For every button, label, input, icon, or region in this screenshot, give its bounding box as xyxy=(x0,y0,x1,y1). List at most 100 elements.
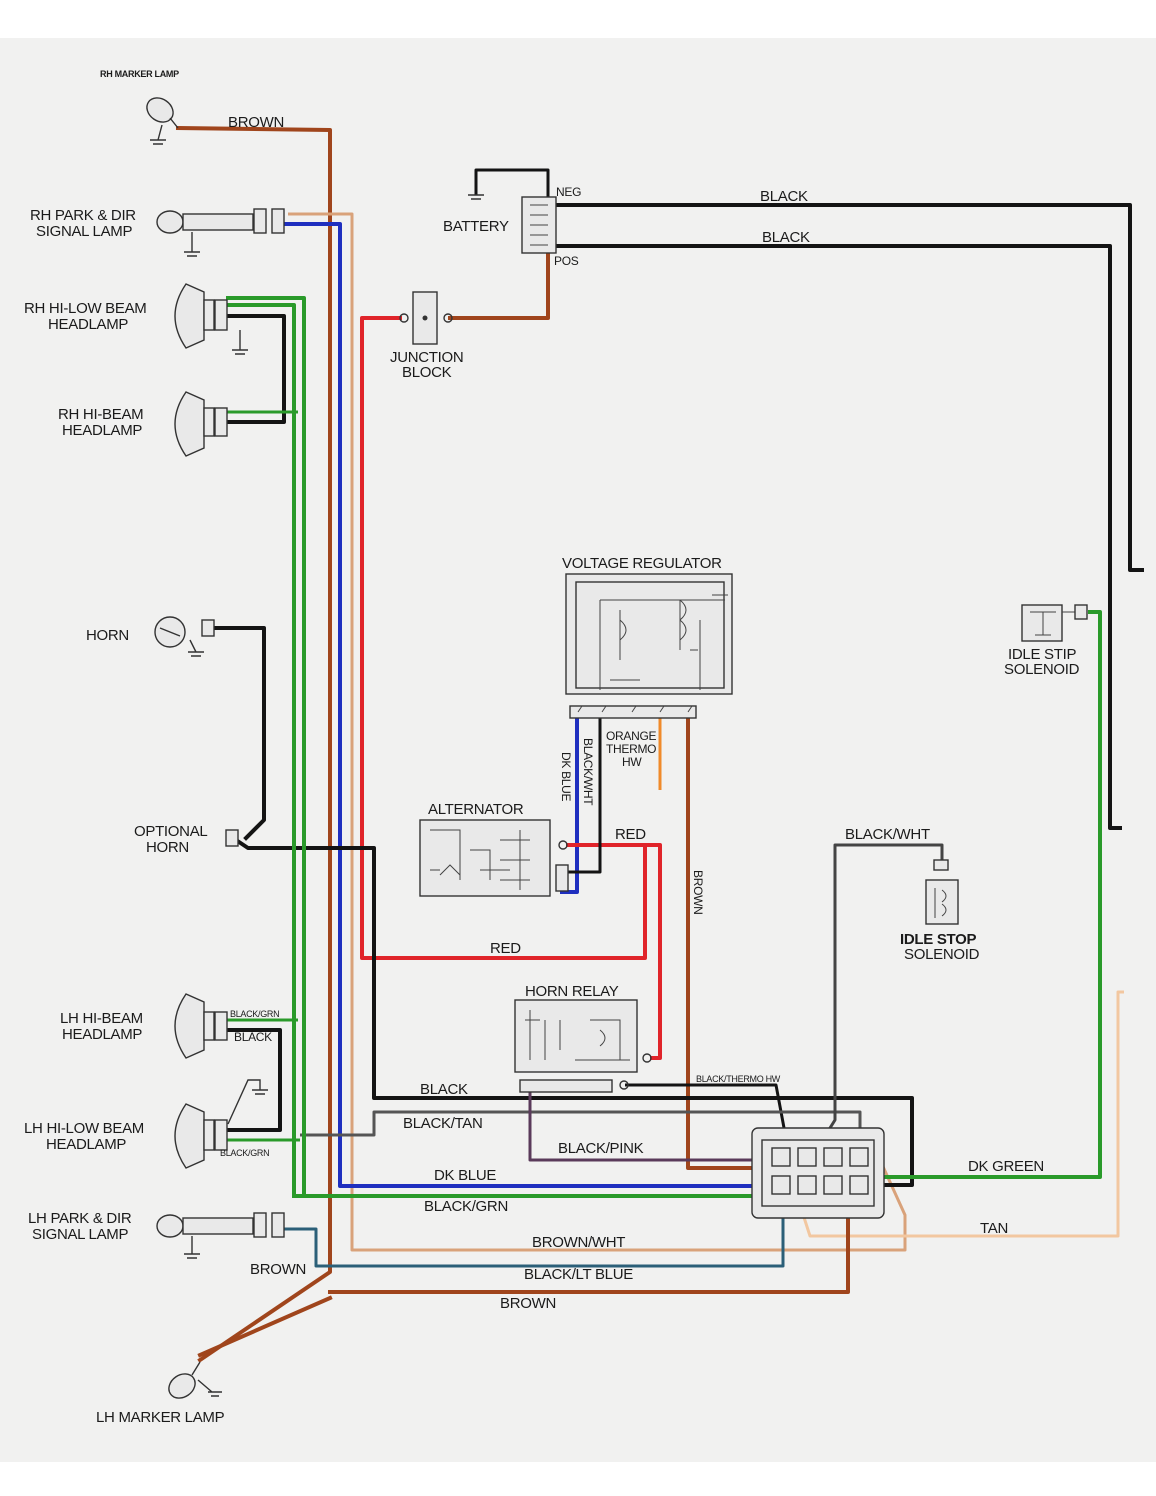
wire-black-pos xyxy=(554,244,1122,830)
lh-marker-lamp xyxy=(168,1361,222,1399)
wire-brown-main xyxy=(175,125,332,1363)
wire-label-brown-top: BROWN xyxy=(228,114,284,131)
lh-park-lamp xyxy=(156,1212,285,1259)
label-rh-park-1: RH PARK & DIR xyxy=(30,207,136,224)
rh-marker-lamp xyxy=(146,97,179,145)
wire-rh-headlamp-black xyxy=(224,314,286,424)
wire-label-black-lt-blue: BLACK/LT BLUE xyxy=(524,1266,633,1283)
label-pos: POS xyxy=(554,254,579,268)
rh-park-lamp xyxy=(156,208,285,257)
label-lh-hibeam-1: LH HI-BEAM xyxy=(60,1010,143,1027)
label-lh-park-1: LH PARK & DIR xyxy=(28,1210,132,1227)
wire-brown-vr xyxy=(686,713,782,1170)
label-rh-marker: RH MARKER LAMP xyxy=(100,69,179,79)
label-idle-stip-1: IDLE STIP xyxy=(1008,646,1076,663)
label-idle-stip-2: SOLENOID xyxy=(1004,661,1080,678)
wire-black-wht-vr xyxy=(568,715,602,874)
wire-label-brown-lh: BROWN xyxy=(250,1261,306,1278)
wire-label-orange-3: HW xyxy=(622,755,642,769)
wire-black-lt-blue xyxy=(280,1205,785,1268)
wire-label-tan: TAN xyxy=(980,1220,1008,1237)
label-junction-1: JUNCTION xyxy=(390,349,463,366)
label-idle-stop-2: SOLENOID xyxy=(904,946,980,963)
rh-hi-low-headlamp xyxy=(174,283,248,355)
wire-black-main xyxy=(233,837,914,1187)
wire-harness xyxy=(175,125,1144,1363)
wire-label-brown-vert: BROWN xyxy=(691,870,705,915)
voltage-regulator xyxy=(565,573,733,719)
lh-hi-low-headlamp xyxy=(174,1079,268,1169)
label-rh-hibeam-2: HEADLAMP xyxy=(62,422,142,439)
label-neg: NEG xyxy=(556,185,581,199)
wire-black-grn xyxy=(226,296,772,1198)
label-opt-horn-2: HORN xyxy=(146,839,189,856)
wire-brown-bottom xyxy=(328,1203,850,1294)
wire-label-orange-1: ORANGE xyxy=(606,729,657,743)
wire-label-dk-green: DK GREEN xyxy=(968,1158,1044,1175)
label-voltage-regulator: VOLTAGE REGULATOR xyxy=(562,555,722,572)
wire-label-black-grn-1: BLACK/GRN xyxy=(230,1009,279,1019)
wire-black-horn xyxy=(212,626,266,841)
label-lh-hibeam-2: HEADLAMP xyxy=(62,1026,142,1043)
wire-red-alt xyxy=(566,843,662,1060)
wire-label-red-alt: RED xyxy=(615,826,646,843)
wire-red-main xyxy=(360,316,647,960)
wire-label-dk-blue: DK BLUE xyxy=(434,1167,496,1184)
label-opt-horn-1: OPTIONAL xyxy=(134,823,207,840)
wire-label-black-thermo: BLACK/THERMO HW xyxy=(696,1074,781,1084)
label-rh-hilow-2: HEADLAMP xyxy=(48,316,128,333)
idle-stop-solenoid xyxy=(925,859,959,925)
wire-brown-wht xyxy=(288,212,907,1252)
wire-label-black-wht-vert: BLACK/WHT xyxy=(581,738,595,806)
wire-tan xyxy=(798,990,1124,1238)
wire-green-2 xyxy=(226,303,296,1198)
wire-label-black-lh: BLACK xyxy=(234,1030,272,1044)
wire-label-black-grn-2: BLACK/GRN xyxy=(220,1148,269,1158)
label-rh-park-2: SIGNAL LAMP xyxy=(36,223,132,240)
label-lh-park-2: SIGNAL LAMP xyxy=(32,1226,128,1243)
optional-horn xyxy=(225,829,239,847)
wire-brown-junction xyxy=(448,248,550,320)
wire-label-brown-wht: BROWN/WHT xyxy=(532,1234,625,1251)
wire-label-black-pos: BLACK xyxy=(762,229,810,246)
wire-label-black-grn-3: BLACK/GRN xyxy=(424,1198,508,1215)
lh-hi-beam-headlamp xyxy=(174,993,228,1059)
wire-label-black-neg: BLACK xyxy=(760,188,808,205)
wire-label-dk-blue-vert: DK BLUE xyxy=(559,752,573,802)
label-junction-2: BLOCK xyxy=(402,364,452,381)
wire-black-neg xyxy=(554,203,1144,572)
bulkhead-connector xyxy=(751,1127,885,1219)
wire-label-orange-2: THERMO xyxy=(606,742,656,756)
wire-label-black-wht-stop: BLACK/WHT xyxy=(845,826,930,843)
rh-hi-beam-headlamp xyxy=(174,391,228,457)
wire-dk-blue xyxy=(280,222,792,1188)
alternator xyxy=(419,819,569,897)
wire-label-black-main: BLACK xyxy=(420,1081,468,1098)
wire-label-red-lower: RED xyxy=(490,940,521,957)
horn-relay xyxy=(514,999,652,1093)
label-battery: BATTERY xyxy=(443,218,509,235)
label-lh-hilow-1: LH HI-LOW BEAM xyxy=(24,1120,144,1137)
junction-block xyxy=(399,291,453,345)
label-rh-hibeam-1: RH HI-BEAM xyxy=(58,406,143,423)
label-lh-hilow-2: HEADLAMP xyxy=(46,1136,126,1153)
wire-black-pink xyxy=(528,1092,800,1162)
wire-dk-green xyxy=(808,610,1102,1179)
idle-stip-solenoid xyxy=(1021,604,1088,642)
label-alternator: ALTERNATOR xyxy=(428,801,524,818)
label-rh-hilow-1: RH HI-LOW BEAM xyxy=(24,300,146,317)
wire-lh-headlamp-black xyxy=(224,1028,282,1132)
wire-label-black-pink: BLACK/PINK xyxy=(558,1140,644,1157)
wire-label-black-tan: BLACK/TAN xyxy=(403,1115,483,1132)
wire-battery-ground xyxy=(474,168,550,205)
wire-brown-lh-marker xyxy=(197,1295,333,1358)
battery xyxy=(468,194,557,254)
label-horn: HORN xyxy=(86,627,129,644)
wire-dk-blue-vr xyxy=(560,713,579,894)
label-idle-stop-1: IDLE STOP xyxy=(900,931,976,948)
horn xyxy=(154,616,215,657)
label-horn-relay: HORN RELAY xyxy=(525,983,619,1000)
label-lh-marker: LH MARKER LAMP xyxy=(96,1409,225,1426)
wire-label-brown-bottom: BROWN xyxy=(500,1295,556,1312)
